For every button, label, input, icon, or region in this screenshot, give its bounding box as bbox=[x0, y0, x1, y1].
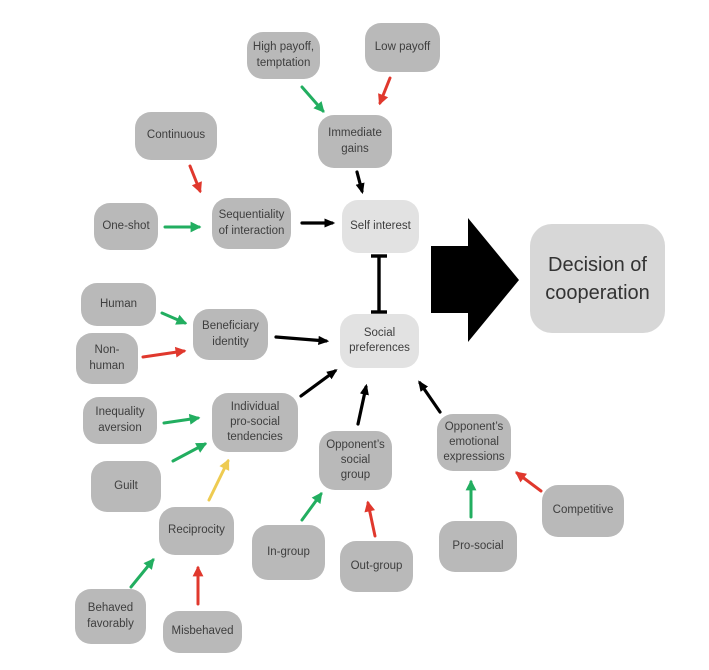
node-reciprocity: Reciprocity bbox=[159, 507, 234, 555]
arrow-immediate-gains-to-self-interest bbox=[355, 170, 365, 195]
arrow-high-payoff-to-immediate-gains bbox=[300, 85, 325, 113]
node-continuous: Continuous bbox=[135, 112, 217, 160]
node-one-shot: One-shot bbox=[94, 203, 158, 250]
node-opponents-emotional: Opponent’s emotional expressions bbox=[437, 414, 511, 471]
arrow-opponents-emotional-to-social-preferences bbox=[418, 380, 442, 414]
node-social-preferences: Social preferences bbox=[340, 314, 419, 368]
node-human: Human bbox=[81, 283, 156, 326]
node-guilt: Guilt bbox=[91, 461, 161, 512]
node-sequentiality: Sequentiality of interaction bbox=[212, 198, 291, 249]
node-immediate-gains: Immediate gains bbox=[318, 115, 392, 168]
mutual-inhibition-connector bbox=[371, 254, 387, 314]
node-decision-of-cooperation: Decision of cooperation bbox=[530, 224, 665, 333]
arrow-non-human-to-beneficiary-identity bbox=[141, 346, 187, 359]
node-non-human: Non- human bbox=[76, 333, 138, 384]
node-in-group: In-group bbox=[252, 525, 325, 580]
node-pro-social: Pro-social bbox=[439, 521, 517, 572]
arrow-low-payoff-to-immediate-gains bbox=[378, 76, 392, 106]
arrow-inequality-aversion-to-individual-prosocial bbox=[162, 413, 201, 425]
node-behaved-favorably: Behaved favorably bbox=[75, 589, 146, 644]
arrow-continuous-to-sequentiality bbox=[188, 164, 202, 194]
arrow-opponents-social-group-to-social-preferences bbox=[356, 383, 369, 426]
arrow-reciprocity-to-individual-prosocial bbox=[207, 458, 230, 502]
arrow-competitive-to-opponents-emotional bbox=[515, 471, 543, 493]
node-beneficiary-identity: Beneficiary identity bbox=[193, 309, 268, 360]
node-misbehaved: Misbehaved bbox=[163, 611, 242, 653]
node-opponents-social-group: Opponent’s social group bbox=[319, 431, 392, 490]
arrow-guilt-to-individual-prosocial bbox=[171, 442, 208, 463]
node-low-payoff: Low payoff bbox=[365, 23, 440, 72]
node-self-interest: Self interest bbox=[342, 200, 419, 253]
arrow-behaved-favorably-to-reciprocity bbox=[129, 558, 155, 589]
arrow-out-group-to-opponents-social-group bbox=[364, 500, 377, 538]
arrow-human-to-beneficiary-identity bbox=[160, 311, 188, 325]
arrow-individual-prosocial-to-social-preferences bbox=[299, 369, 338, 398]
node-individual-prosocial: Individual pro-social tendencies bbox=[212, 393, 298, 452]
node-out-group: Out-group bbox=[340, 541, 413, 592]
node-inequality-aversion: Inequality aversion bbox=[83, 397, 157, 444]
arrow-beneficiary-identity-to-social-preferences bbox=[274, 335, 330, 345]
node-competitive: Competitive bbox=[542, 485, 624, 537]
arrow-in-group-to-opponents-social-group bbox=[300, 492, 323, 522]
big-arrow-to-decision bbox=[431, 218, 519, 342]
node-high-payoff: High payoff, temptation bbox=[247, 32, 320, 79]
